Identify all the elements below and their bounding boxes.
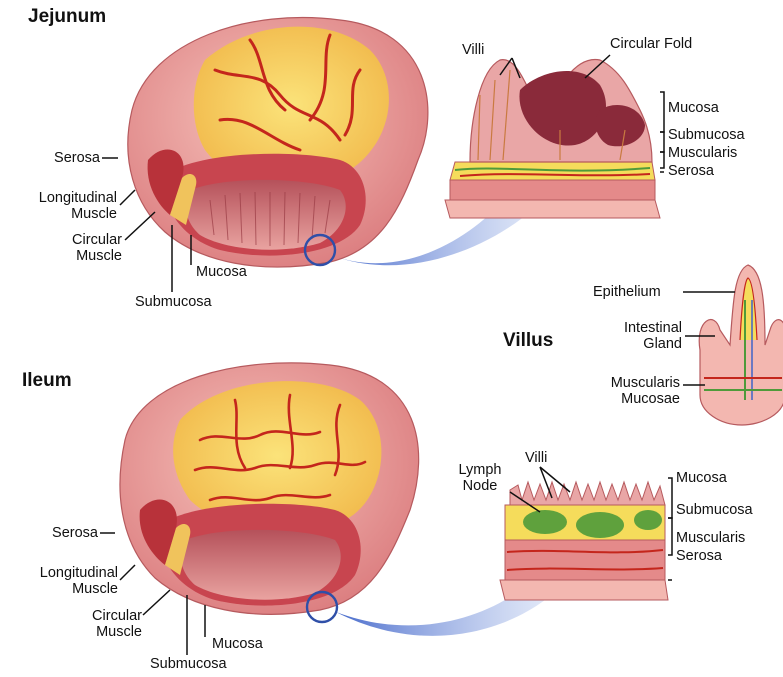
ileum-circular-muscle-label: Circular Muscle: [60, 608, 142, 640]
jejunum-submucosa-label: Submucosa: [135, 294, 212, 310]
ileum-layer-muscularis-label: Muscularis: [676, 530, 745, 546]
jejunum-villi-label: Villi: [462, 42, 484, 58]
ileum-mucosa-label: Mucosa: [212, 636, 263, 652]
jejunum-tube: [128, 18, 428, 267]
ileum-lymph-node-label: Lymph Node: [450, 462, 510, 494]
ileum-longitudinal-muscle-label: Longitudinal Muscle: [5, 565, 118, 597]
ileum-submucosa-label: Submucosa: [150, 656, 227, 672]
ileum-title: Ileum: [22, 370, 72, 392]
ileum-serosa-label: Serosa: [35, 525, 98, 541]
ileum-layer-serosa-label: Serosa: [676, 548, 722, 564]
jejunum-circular-muscle-label: Circular Muscle: [40, 232, 122, 264]
jejunum-longitudinal-muscle-label: Longitudinal Muscle: [5, 190, 117, 222]
villus-title: Villus: [503, 330, 553, 352]
ileum-layer-submucosa-label: Submucosa: [676, 502, 753, 518]
jejunum-layer-mucosa-label: Mucosa: [668, 100, 719, 116]
jejunum-circular-fold-label: Circular Fold: [610, 36, 692, 52]
ileum-villi-label: Villi: [525, 450, 547, 466]
ileum-tube: [120, 363, 419, 622]
villus-intestinal-gland-label: Intestinal Gland: [590, 320, 682, 352]
ileum-section: [500, 482, 668, 600]
jejunum-title: Jejunum: [28, 6, 106, 28]
villus-epithelium-label: Epithelium: [593, 284, 661, 300]
jejunum-layer-submucosa-label: Submucosa: [668, 127, 745, 143]
villus-illustration: [699, 265, 783, 425]
jejunum-layer-muscularis-label: Muscularis: [668, 145, 737, 161]
jejunum-serosa-label: Serosa: [40, 150, 100, 166]
jejunum-layer-serosa-label: Serosa: [668, 163, 714, 179]
villus-muscularis-mucosae-label: Muscularis Mucosae: [580, 375, 680, 407]
ileum-layer-mucosa-label: Mucosa: [676, 470, 727, 486]
jejunum-section: [445, 60, 660, 218]
jejunum-mucosa-label: Mucosa: [196, 264, 247, 280]
